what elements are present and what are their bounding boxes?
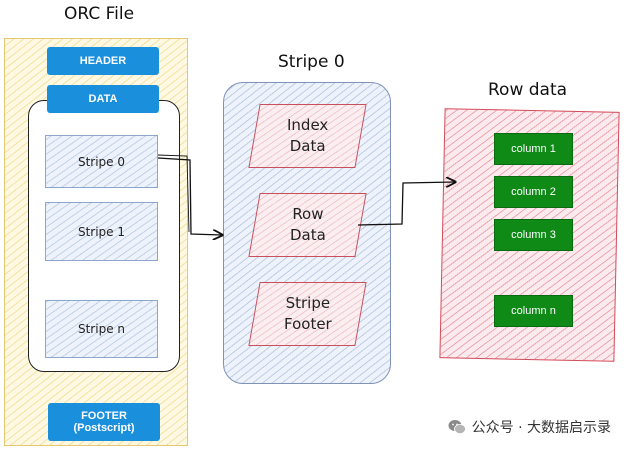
header-block: HEADER [47,47,159,75]
watermark-text: 公众号 · 大数据启示录 [471,420,611,436]
footer-block: FOOTER (Postscript) [48,403,160,441]
stripe-expand-arrow [157,157,222,235]
row-data-arrow [357,182,455,226]
footer-label: FOOTER [81,410,127,422]
stripe-expand-arrow-stroke [157,154,190,233]
column-n-block: column n [494,295,573,327]
column-3-block: column 3 [494,219,573,251]
data-block: DATA [47,85,159,113]
column-2-block: column 2 [494,176,573,208]
stripe-0-block: Stripe 0 [45,135,158,188]
stripe-n-block: Stripe n [45,300,158,358]
orc-file-title: ORC File [64,4,135,24]
column-1-block: column 1 [494,133,573,165]
wechat-icon [448,419,466,435]
stripe-1-block: Stripe 1 [45,202,158,261]
footer-sub-label: (Postscript) [73,422,135,434]
watermark: 公众号 · 大数据启示录 [448,417,611,437]
stripe-0-title: Stripe 0 [278,52,345,72]
row-data-title: Row data [488,80,568,100]
